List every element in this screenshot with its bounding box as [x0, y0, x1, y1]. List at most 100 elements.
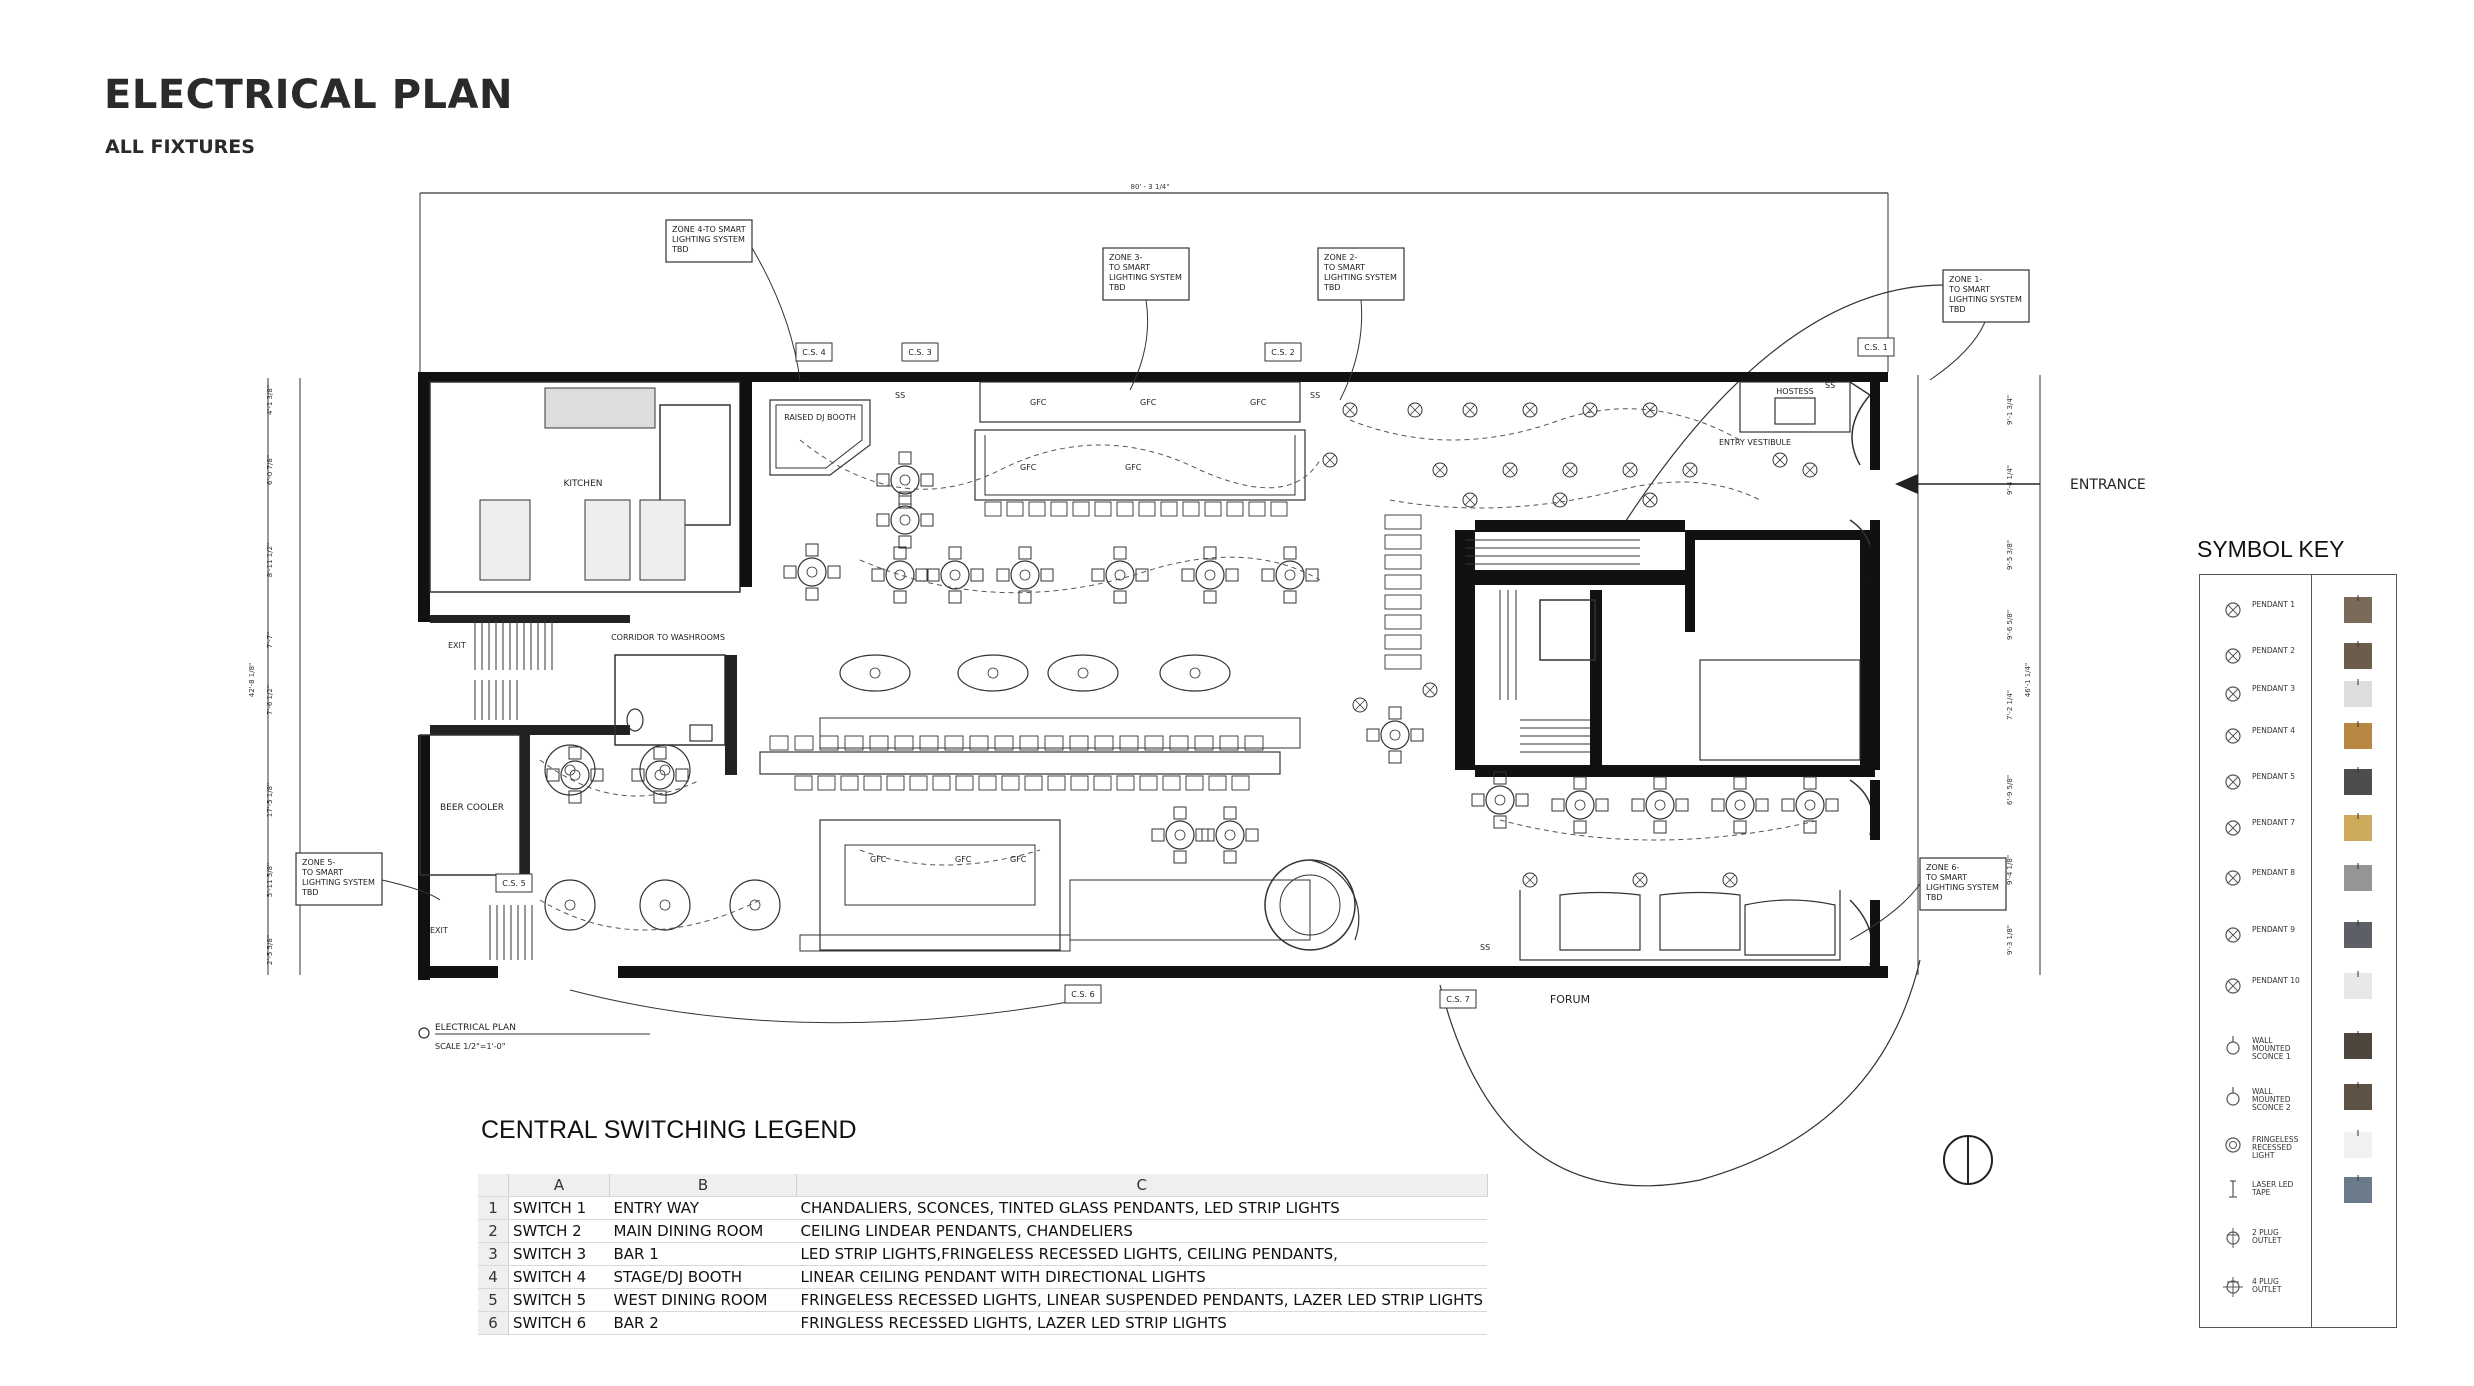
room-vestibule: ENTRY VESTIBULE: [1719, 438, 1791, 447]
pendant-fixture-icon: [1642, 402, 1658, 418]
pendant-fixture-icon: [1804, 799, 1816, 811]
pendant-icon: [2222, 599, 2244, 621]
zone-label-z1: LIGHTING SYSTEM: [1949, 295, 2022, 304]
switch-ss-label: SS: [1480, 943, 1490, 952]
pendant-fixture-icon: [1522, 872, 1538, 888]
symbol-key-label: PENDANT 4: [2252, 726, 2295, 735]
round-table: [1181, 546, 1239, 604]
pendant-fixture-icon: [1552, 492, 1568, 508]
pendant-fixture-icon: [987, 667, 999, 679]
fixture-thumbnail: [2338, 1130, 2378, 1160]
plan-caption: ELECTRICAL PLAN: [435, 1023, 516, 1033]
dimension-total-left: 42'-8 1/8": [248, 663, 256, 698]
legend-cell-area: MAIN DINING ROOM: [609, 1219, 797, 1243]
dining-table: [1159, 654, 1231, 692]
legend-cell-fixtures: CHANDALIERS, SCONCES, TINTED GLASS PENDA…: [796, 1196, 1488, 1220]
symbol-key-label: PENDANT 1: [2252, 600, 2295, 609]
dining-table: [544, 744, 596, 796]
pendant-fixture-icon: [1174, 829, 1186, 841]
symbol-key-row: LASER LED TAPE: [2200, 1175, 2396, 1205]
legend-col-a: A: [508, 1174, 610, 1197]
room-dj-booth: RAISED DJ BOOTH: [784, 413, 856, 422]
bar-stool: [932, 775, 951, 791]
legend-cell-area: WEST DINING ROOM: [609, 1288, 797, 1312]
zone-leader-line: [1929, 321, 1986, 381]
round-table: [1091, 546, 1149, 604]
zone-box-z4: [665, 219, 753, 263]
switch-tag-box: [495, 873, 533, 893]
pendant-fixture-icon: [659, 899, 671, 911]
dimension-label-right: 9'-1 3/4": [2006, 395, 2014, 425]
bar-stool: [1231, 775, 1250, 791]
pendant-fixture-icon: [894, 569, 906, 581]
pendant-fixture-icon: [564, 764, 576, 776]
bar-stool: [1384, 534, 1422, 550]
pendant-icon: [2222, 725, 2244, 747]
dimension-label-left: 4'-1 3/8": [266, 385, 274, 415]
pendant-fixture-icon: [1632, 872, 1648, 888]
caption-marker: [418, 1027, 430, 1039]
dimension-label-right: 9'-3 1/8": [2006, 925, 2014, 955]
legend-cell-fixtures: FRINGLESS RECESSED LIGHTS, LAZER LED STR…: [796, 1311, 1488, 1335]
round-table: [546, 746, 604, 804]
fixture-thumbnail: [2338, 679, 2378, 709]
bar-stool: [1001, 775, 1020, 791]
switch-tag-box: [901, 342, 939, 362]
round-table: [1781, 776, 1839, 834]
room-exit-top: EXIT: [448, 641, 466, 650]
legend-cell-area: BAR 2: [609, 1311, 797, 1335]
dining-table: [639, 879, 691, 931]
bar-stool: [1028, 501, 1046, 517]
symbol-key-divider: [2311, 575, 2312, 1327]
legend-col-b: B: [609, 1174, 797, 1197]
dining-table: [839, 654, 911, 692]
switch-tag-label: C.S. 5: [502, 879, 525, 888]
zone-label-z2: TBD: [1323, 283, 1341, 292]
round-table: [1366, 706, 1424, 764]
fixture-thumbnail: [2338, 641, 2378, 671]
bar-stool: [1384, 574, 1422, 590]
round-table: [1711, 776, 1769, 834]
legend-cell-fixtures: LED STRIP LIGHTS,FRINGELESS RECESSED LIG…: [796, 1242, 1488, 1266]
dimension-label-right: 9'-6 5/8": [2006, 610, 2014, 640]
pendant-fixture-icon: [1772, 452, 1788, 468]
symbol-key-row: PENDANT 4: [2200, 721, 2396, 751]
bar-stool: [819, 735, 839, 751]
gfc-outlet-label: GFC: [1140, 398, 1157, 407]
symbol-key-label: WALL MOUNTED SCONCE 1: [2252, 1036, 2291, 1061]
round-table: [1201, 806, 1259, 864]
bar-stool: [794, 775, 813, 791]
switch-ss-label: SS: [895, 391, 905, 400]
pendant-fixture-icon: [1722, 872, 1738, 888]
switching-circuit: [1389, 481, 1761, 509]
zone-label-z4: ZONE 4-TO SMART: [672, 225, 746, 234]
pendant-icon: [2222, 645, 2244, 667]
dining-table: [729, 879, 781, 931]
gfc-outlet-label: GFC: [1010, 855, 1027, 864]
zone-label-z6: TO SMART: [1925, 873, 1967, 882]
fixture-thumbnail: [2338, 595, 2378, 625]
symbol-key-row: PENDANT 2: [2200, 641, 2396, 671]
symbol-key-row: PENDANT 1: [2200, 595, 2396, 625]
symbol-key-row: PENDANT 7: [2200, 813, 2396, 843]
legend-cell-fixtures: LINEAR CEILING PENDANT WITH DIRECTIONAL …: [796, 1265, 1488, 1289]
symbol-key-row: WALL MOUNTED SCONCE 2: [2200, 1082, 2396, 1112]
legend-cell-switch: SWITCH 5: [508, 1288, 610, 1312]
bar-stool: [769, 735, 789, 751]
bar-stool: [1069, 735, 1089, 751]
dimension-label-left: 7'-6 1/2": [266, 685, 274, 715]
round-table: [871, 546, 929, 604]
switch-tag-box: [1439, 989, 1477, 1009]
switching-circuit: [799, 439, 1321, 490]
pendant-fixture-icon: [1502, 462, 1518, 478]
pendant-fixture-icon: [1204, 569, 1216, 581]
gfc-outlet-label: GFC: [955, 855, 972, 864]
bar-stool: [984, 501, 1002, 517]
legend-cell-switch: SWITCH 6: [508, 1311, 610, 1335]
bar-stool: [817, 775, 836, 791]
switch-tag-label: C.S. 2: [1271, 348, 1294, 357]
switch-ss-label: SS: [1825, 381, 1835, 390]
legend-row-number: 1: [478, 1196, 509, 1220]
bar-stool: [1169, 735, 1189, 751]
